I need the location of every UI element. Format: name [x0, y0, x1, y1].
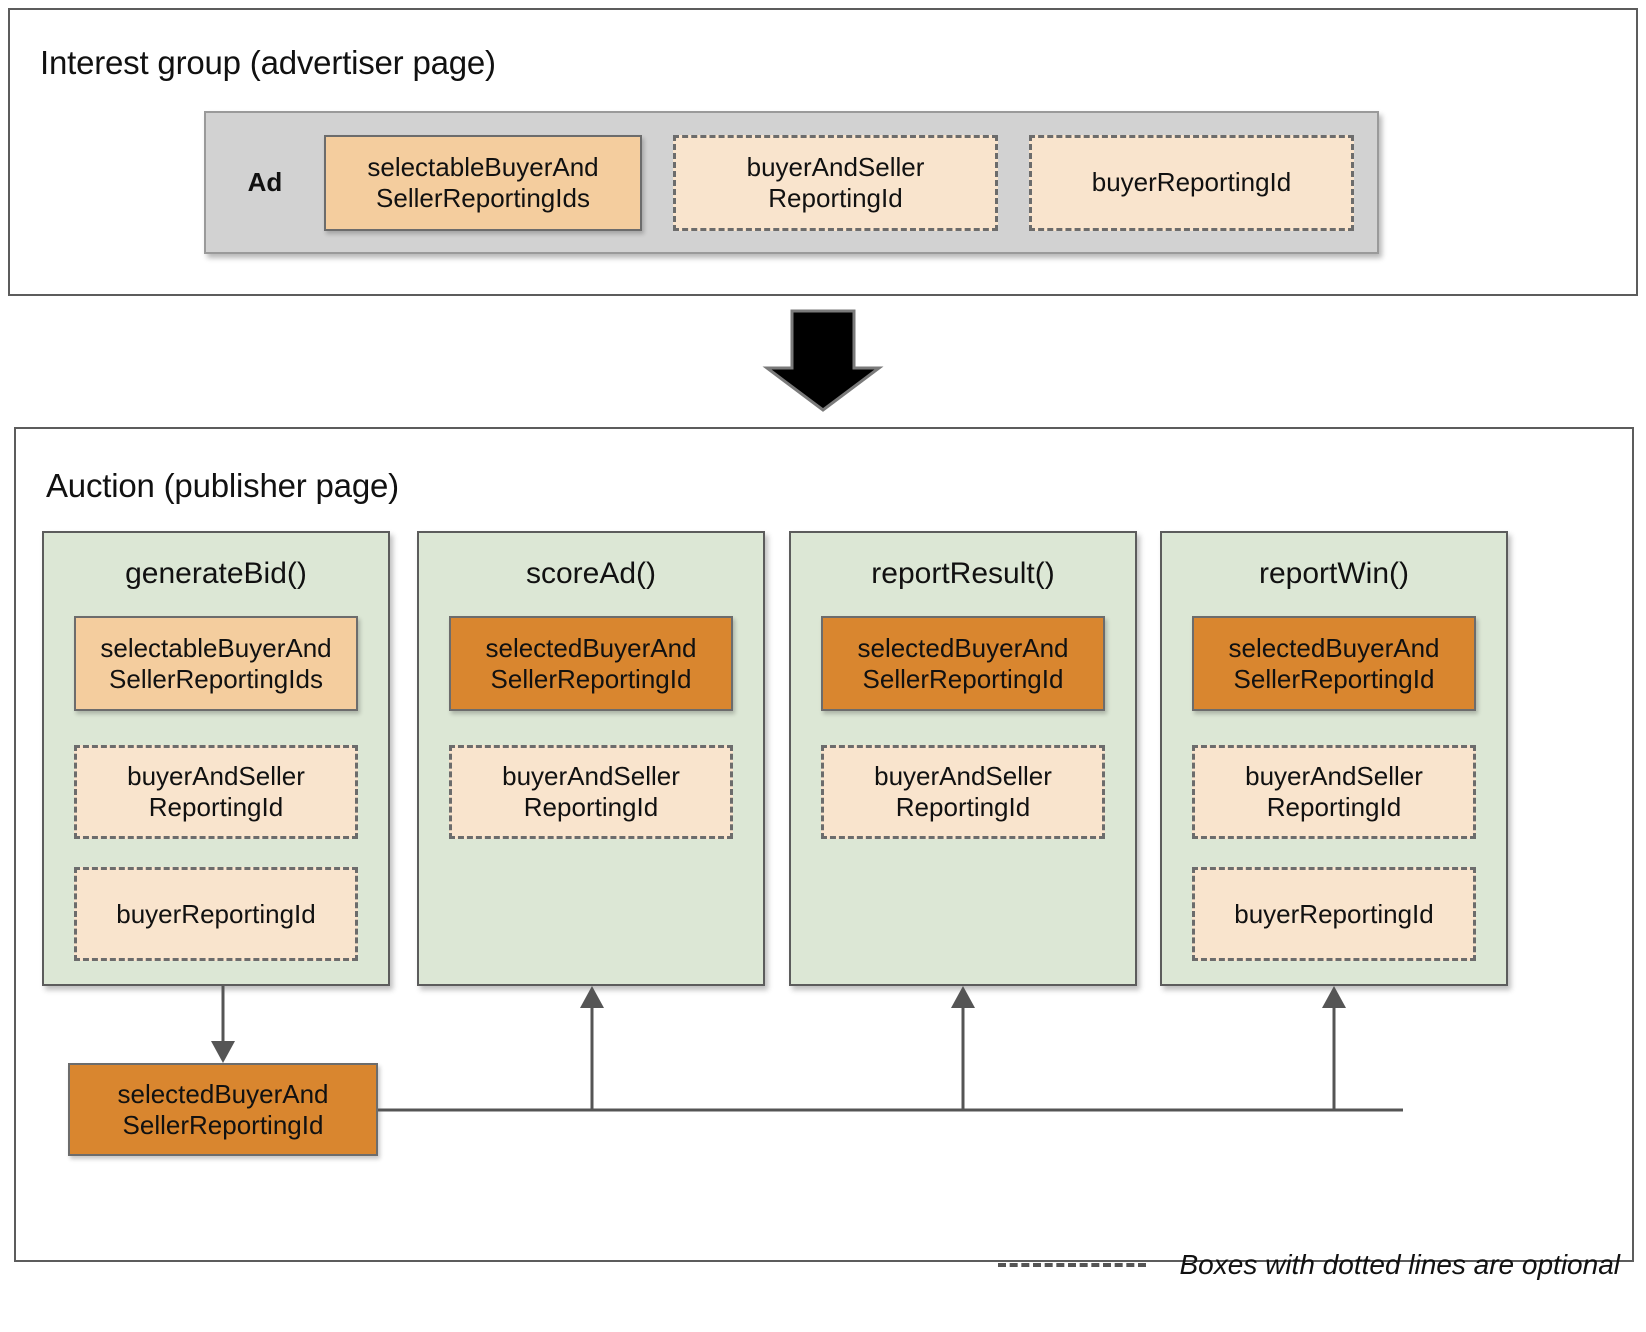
function-name-report-win: reportWin(): [1258, 557, 1409, 590]
down-arrow-icon: [762, 309, 884, 412]
legend-text: Boxes with dotted lines are optional: [1179, 1249, 1621, 1280]
interest-group-panel: Interest group (advertiser page) Ad sele…: [8, 8, 1638, 296]
function-name-score-ad: scoreAd(): [525, 557, 657, 590]
generate-bid-box-buyer-reporting-id: buyerReportingId: [74, 867, 358, 961]
interest-group-title: Interest group (advertiser page): [40, 44, 496, 81]
function-name-generate-bid: generateBid(): [125, 557, 307, 590]
dashed-line-icon: [997, 1263, 1146, 1267]
report-win-box-buyer-reporting-id: buyerReportingId: [1192, 867, 1476, 961]
ad-label: Ad: [247, 167, 283, 197]
legend: Boxes with dotted lines are optional: [880, 1243, 1620, 1287]
auction-title: Auction (publisher page): [46, 467, 399, 504]
function-name-report-result: reportResult(): [871, 557, 1055, 590]
ad-box-buyer-reporting-id: buyerReportingId: [1029, 134, 1354, 231]
